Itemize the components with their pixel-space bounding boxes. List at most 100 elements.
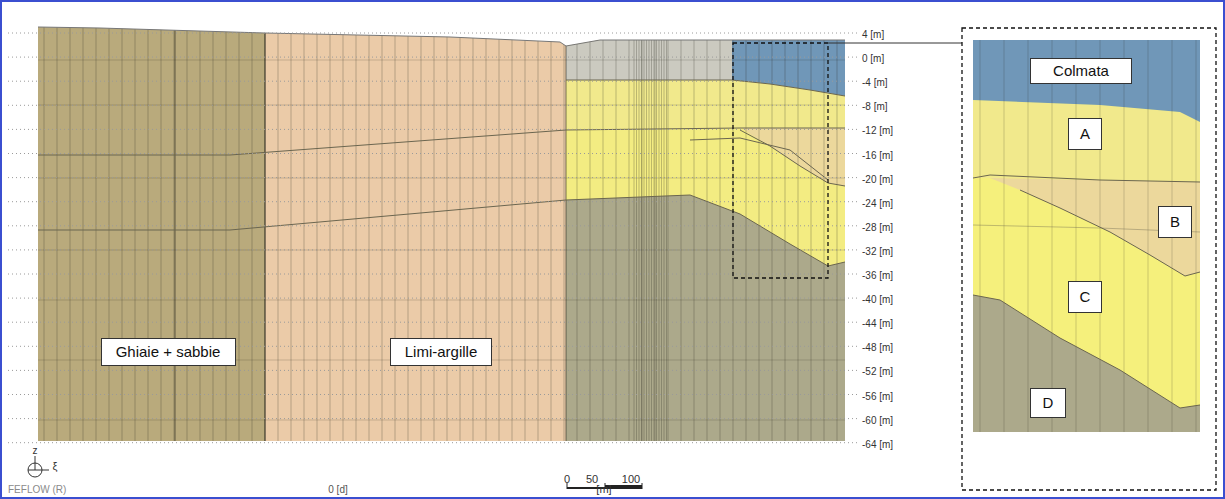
mesh-line	[447, 20, 448, 441]
mesh-line	[38, 300, 845, 301]
mesh-line	[1028, 40, 1029, 432]
mesh-line	[330, 20, 331, 441]
mesh-line	[661, 20, 662, 441]
mesh-line	[1100, 40, 1101, 432]
mesh-line	[603, 20, 604, 441]
depth-gridline	[8, 153, 858, 154]
annotation: 0	[564, 469, 570, 487]
annotation: 50	[586, 469, 598, 487]
layer-label-box: B	[1158, 206, 1192, 238]
depth-tick-label: -48 [m]	[862, 337, 893, 355]
mesh-line	[1148, 40, 1149, 432]
depth-tick-label: -8 [m]	[862, 96, 888, 114]
mesh-line	[499, 20, 500, 441]
label-text: 0 [d]	[328, 484, 347, 495]
mesh-line	[798, 20, 799, 441]
mesh-line	[980, 40, 981, 432]
depth-gridline	[8, 418, 858, 419]
mesh-line	[641, 20, 642, 441]
mesh-line	[369, 20, 370, 441]
depth-gridline	[8, 394, 858, 395]
layer-boundaries	[973, 175, 1200, 408]
depth-gridline	[8, 370, 858, 371]
mesh-line	[639, 20, 640, 441]
axis-icon	[28, 456, 49, 477]
layer-label-box: A	[1068, 118, 1102, 150]
mesh-line	[651, 20, 652, 441]
colmata-zone	[973, 40, 1200, 122]
depth-gridline	[8, 57, 858, 58]
mesh-line	[304, 20, 305, 441]
mesh-line	[707, 20, 708, 441]
layer-a	[973, 100, 1200, 185]
mesh-line	[746, 20, 747, 441]
mesh-line	[395, 20, 396, 441]
mesh-line	[785, 20, 786, 441]
mesh-line	[538, 20, 539, 441]
depth-gridlines	[8, 33, 858, 443]
mesh-line	[654, 20, 655, 441]
mesh-line	[564, 20, 565, 441]
mesh-line	[664, 20, 665, 441]
label-text: -48 [m]	[862, 342, 893, 353]
label-text: FEFLOW (R)	[8, 484, 66, 495]
mesh	[38, 20, 845, 441]
depth-tick-label: -12 [m]	[862, 120, 893, 138]
depth-gridline	[8, 225, 858, 226]
inset-frame	[962, 28, 1216, 490]
mesh-line	[421, 20, 422, 441]
mesh-line	[434, 20, 435, 441]
mesh-line	[824, 20, 825, 441]
mesh-line	[473, 20, 474, 441]
label-text: -16 [m]	[862, 150, 893, 161]
mesh-line	[291, 20, 292, 441]
mesh-line	[649, 20, 650, 441]
mesh-line	[38, 178, 845, 179]
depth-gridline	[8, 81, 858, 82]
mesh-line	[252, 20, 253, 441]
layer-label-box: C	[1068, 281, 1102, 313]
label-text: D	[1043, 394, 1054, 411]
mesh-line	[565, 20, 566, 441]
depth-tick-label: -56 [m]	[862, 386, 893, 404]
mesh-line	[525, 20, 526, 441]
depth-tick-label: -40 [m]	[862, 289, 893, 307]
depth-tick-label: -60 [m]	[862, 410, 893, 428]
mesh-line	[772, 20, 773, 441]
zoom-leader	[828, 43, 962, 44]
depth-tick-label: 0 [m]	[862, 48, 884, 66]
label-text: 0	[564, 473, 570, 485]
label-text: z	[33, 445, 38, 456]
label-text: 4 [m]	[862, 29, 884, 40]
label-text: -52 [m]	[862, 366, 893, 377]
layer-c	[973, 40, 1200, 432]
depth-tick-label: -32 [m]	[862, 241, 893, 259]
depth-gridline	[8, 129, 858, 130]
label-text: 0 [m]	[862, 53, 884, 64]
label-text: -12 [m]	[862, 125, 893, 136]
mesh-line	[811, 20, 812, 441]
annotation: 100	[622, 469, 640, 487]
mesh-line	[343, 20, 344, 441]
silt-clay-zone	[265, 33, 566, 441]
mesh	[980, 40, 1196, 432]
label-text: B	[1170, 213, 1180, 230]
mesh-line	[264, 20, 265, 441]
depth-gridline	[8, 177, 858, 178]
mesh-line	[264, 20, 265, 441]
zone-label-box: Ghiaie + sabbie	[101, 338, 236, 366]
label-text: -36 [m]	[862, 270, 893, 281]
mesh-line	[636, 20, 637, 441]
mesh-line	[38, 420, 845, 421]
mesh-line	[408, 20, 409, 441]
mesh-line	[460, 20, 461, 441]
inset-section	[962, 28, 1216, 490]
mesh-line	[644, 20, 645, 441]
mesh-line	[666, 20, 667, 441]
label-text: -60 [m]	[862, 415, 893, 426]
gravel-sand-zone	[38, 27, 265, 441]
label-text: -24 [m]	[862, 198, 893, 209]
mesh-line	[646, 20, 647, 441]
mesh-line	[1196, 40, 1197, 432]
